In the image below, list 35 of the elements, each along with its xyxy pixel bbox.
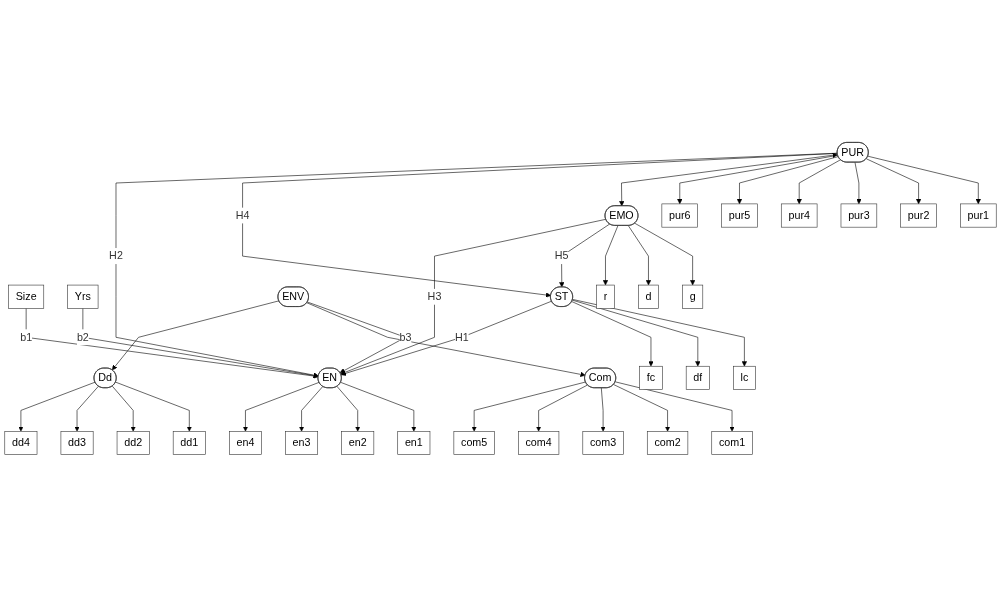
edge-label: H1 bbox=[454, 331, 469, 343]
edge-label: H3 bbox=[427, 290, 442, 303]
node-box: pur1 bbox=[960, 203, 997, 228]
node-box: df bbox=[685, 365, 710, 390]
node-box: pur2 bbox=[900, 203, 937, 228]
node-box: dd4 bbox=[4, 431, 38, 455]
node-box: com2 bbox=[646, 431, 689, 455]
node-box: dd3 bbox=[60, 431, 94, 455]
node-box: pur5 bbox=[721, 203, 758, 228]
node-box: pur3 bbox=[840, 203, 878, 228]
node-box: pur4 bbox=[780, 203, 818, 228]
edge-label: b2 bbox=[76, 331, 89, 343]
node-box: d bbox=[638, 284, 659, 309]
edge-label: H5 bbox=[554, 249, 569, 262]
node-box: dd2 bbox=[116, 431, 150, 455]
node-box: en2 bbox=[341, 431, 375, 455]
node-box: com1 bbox=[711, 431, 753, 455]
node-box: com5 bbox=[453, 431, 495, 455]
node-box: r bbox=[596, 284, 615, 309]
edge-label: H4 bbox=[235, 209, 250, 222]
edge-label: H2 bbox=[109, 249, 123, 262]
node-box: com3 bbox=[582, 431, 624, 455]
node-box: en1 bbox=[397, 431, 431, 455]
node-box: Size bbox=[8, 284, 45, 309]
node-box: en4 bbox=[229, 431, 262, 455]
edge-label: b1 bbox=[20, 331, 33, 343]
node-box: lc bbox=[733, 365, 756, 390]
node-box: Yrs bbox=[67, 284, 99, 309]
node-box: pur6 bbox=[661, 203, 698, 228]
node-box: fc bbox=[639, 365, 663, 390]
node-box: g bbox=[682, 284, 704, 309]
node-box: dd1 bbox=[172, 431, 206, 455]
node-box: en3 bbox=[285, 431, 318, 455]
edge-label: b3 bbox=[399, 331, 412, 343]
node-box: com4 bbox=[518, 431, 560, 455]
